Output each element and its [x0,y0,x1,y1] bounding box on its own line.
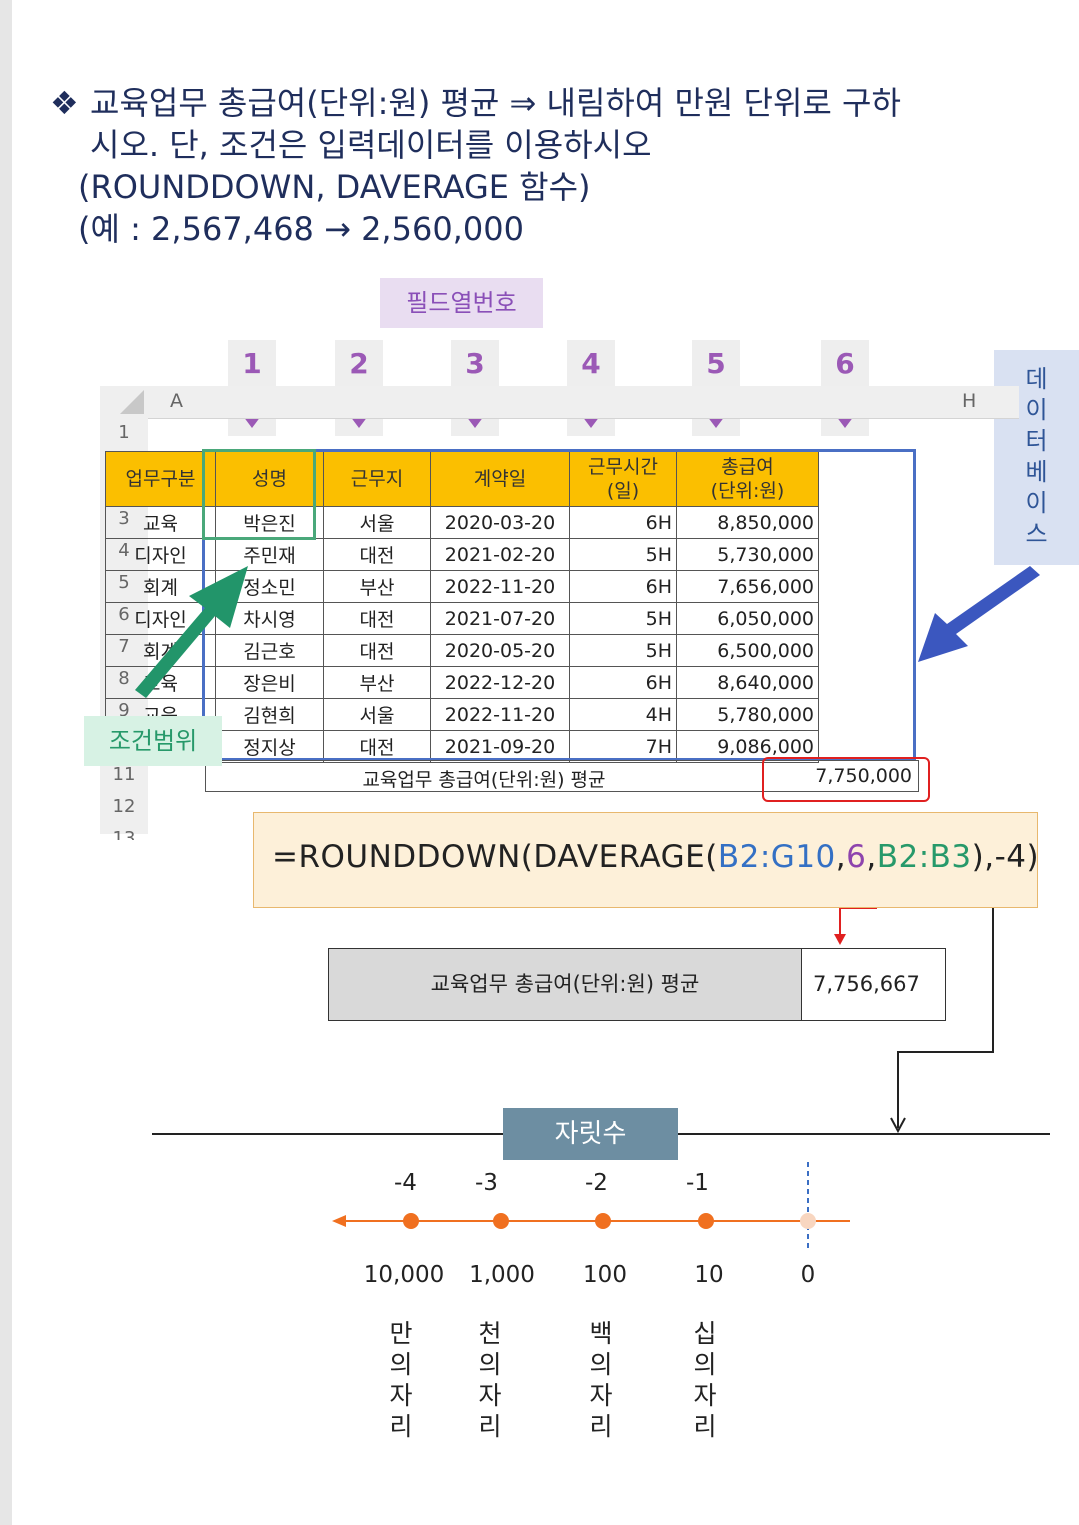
page-edge [0,0,12,1525]
tick-label: -3 [475,1170,498,1196]
field-column-number-label: 필드열번호 [380,278,543,328]
table-cell[interactable]: 6,500,000 [676,634,819,667]
digits-label: 자릿수 [503,1108,678,1160]
table-cell[interactable]: 2022-11-20 [430,570,570,603]
average-row: 교육업무 총급여(단위:원) 평균 7,750,000 [205,760,919,792]
problem-statement: ❖ 교육업무 총급여(단위:원) 평균 ⇒ 내림하여 만원 단위로 구하 시오. … [50,82,901,250]
table-cell[interactable]: 7,656,000 [676,570,819,603]
result-label: 교육업무 총급여(단위:원) 평균 [329,949,802,1020]
header-cell: 근무지 [323,451,431,507]
column-header-row: A H [100,386,1019,419]
row-number: 12 [112,796,136,817]
table-cell[interactable]: 2021-09-20 [430,730,570,763]
tick-label: -4 [394,1170,417,1196]
formula-text: =ROUNDDOWN(DAVERAGE(B2:G10,6,B2:B3),-4) [272,839,1040,875]
table-cell[interactable]: 7H [569,730,677,763]
place-value: 10,000 [363,1262,445,1288]
result-highlight-box [762,757,930,802]
table-cell[interactable]: 디자인 [105,602,216,635]
column-letter-a[interactable]: A [170,390,183,412]
header-cell: 계약일 [430,451,570,507]
select-all-icon [120,390,144,414]
dot-marker [595,1213,611,1229]
table-cell[interactable]: 5H [569,634,677,667]
table-cell[interactable]: 8,850,000 [676,506,819,539]
formula-box: =ROUNDDOWN(DAVERAGE(B2:G10,6,B2:B3),-4) [253,812,1040,908]
criteria-range-label: 조건범위 [84,716,222,766]
table-cell[interactable]: 박은진 [215,506,324,539]
table-cell[interactable]: 교육 [105,506,216,539]
table-cell[interactable]: 교육 [105,666,216,699]
table-cell[interactable]: 6H [569,506,677,539]
table-cell[interactable]: 주민재 [215,538,324,571]
title-line-1: 교육업무 총급여(단위:원) 평균 ⇒ 내림하여 만원 단위로 구하 [90,84,901,122]
table-cell[interactable]: 대전 [323,730,431,763]
result-table: 교육업무 총급여(단위:원) 평균 7,756,667 [328,948,946,1021]
place-value: 100 [583,1262,627,1288]
table-cell[interactable]: 회계 [105,634,216,667]
table-cell[interactable]: 디자인 [105,538,216,571]
table-cell[interactable]: 대전 [323,602,431,635]
table-cell[interactable]: 5,780,000 [676,698,819,731]
table-cell[interactable]: 서울 [323,698,431,731]
title-line-2: 시오. 단, 조건은 입력데이터를 이용하시오 [90,126,652,164]
table-cell[interactable]: 2022-11-20 [430,698,570,731]
place-value: 0 [800,1262,816,1288]
table-cell[interactable]: 정지상 [215,730,324,763]
place-value: 10 [694,1262,724,1288]
table-cell[interactable]: 2020-05-20 [430,634,570,667]
diamond-bullet-icon: ❖ [50,84,79,122]
table-cell[interactable]: 대전 [323,634,431,667]
table-cell[interactable]: 2022-12-20 [430,666,570,699]
dot-marker [698,1213,714,1229]
average-label: 교육업무 총급여(단위:원) 평균 [362,769,606,791]
table-cell[interactable]: 김현희 [215,698,324,731]
row-number: 11 [112,764,136,785]
table-cell[interactable]: 5H [569,602,677,635]
column-letter-h[interactable]: H [962,390,977,412]
table-cell[interactable]: 회계 [105,570,216,603]
table-cell[interactable]: 2020-03-20 [430,506,570,539]
dot-marker [493,1213,509,1229]
tick-label: -2 [585,1170,608,1196]
table-header-row: 업무구분 성명 근무지 계약일 근무시간 (일) 총급여 (단위:원) [105,451,819,507]
row-number: 1 [118,422,130,443]
table-cell[interactable]: 5,730,000 [676,538,819,571]
table-cell[interactable]: 8,640,000 [676,666,819,699]
tick-label: -1 [686,1170,709,1196]
header-cell: 근무시간 (일) [569,451,677,507]
header-cell: 총급여 (단위:원) [676,451,819,507]
row-number: 13 [112,828,136,840]
header-cell: 성명 [215,451,324,507]
dot-marker [403,1213,419,1229]
table-cell[interactable]: 6H [569,666,677,699]
table-cell[interactable]: 6,050,000 [676,602,819,635]
title-line-3: (ROUNDDOWN, DAVERAGE 함수) [78,168,591,206]
result-value: 7,756,667 [813,972,920,996]
header-cell: 업무구분 [105,451,216,507]
average-value: 7,750,000 [815,765,912,787]
criteria-range-outline [202,449,316,540]
place-value: 1,000 [469,1262,535,1288]
dot-marker [800,1213,816,1229]
table-cell[interactable]: 4H [569,698,677,731]
title-line-4: (예 : 2,567,468 → 2,560,000 [78,210,524,248]
